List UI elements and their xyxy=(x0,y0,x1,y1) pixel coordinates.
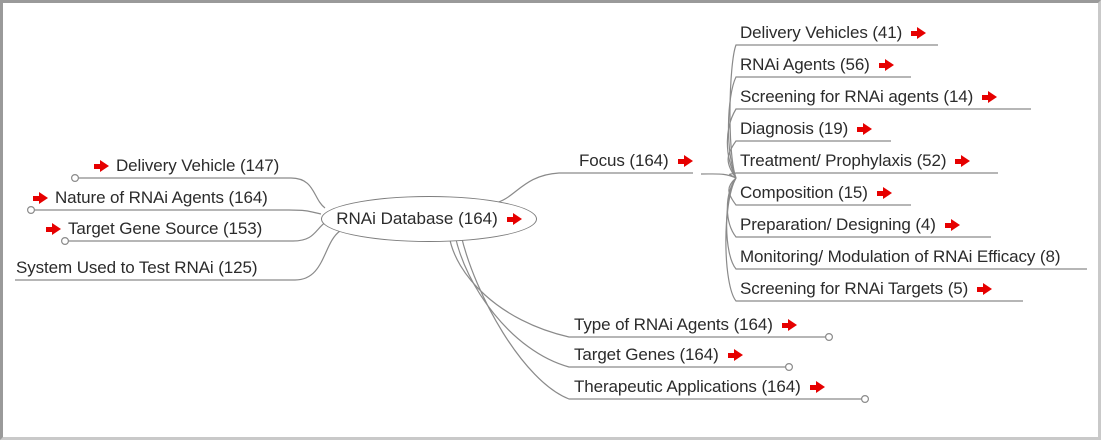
node-therapeutic-applications[interactable]: Therapeutic Applications (164) xyxy=(574,376,825,398)
node-label: Therapeutic Applications (164) xyxy=(574,377,801,396)
expand-arrow-icon[interactable] xyxy=(94,159,109,173)
expand-arrow-icon[interactable] xyxy=(46,222,61,236)
expand-arrow-icon[interactable] xyxy=(727,348,743,362)
root-node-label: RNAi Database (164) xyxy=(336,209,498,228)
node-type-of-rnai-agents[interactable]: Type of RNAi Agents (164) xyxy=(574,314,797,336)
node-label: Screening for RNAi Targets (5) xyxy=(740,279,969,298)
node-label: Delivery Vehicle (147) xyxy=(116,156,280,175)
node-label: Screening for RNAi agents (14) xyxy=(740,87,974,106)
node-label: Target Genes (164) xyxy=(574,345,719,364)
expand-arrow-icon[interactable] xyxy=(857,122,873,136)
expand-arrow-icon[interactable] xyxy=(33,191,48,205)
node-label: Type of RNAi Agents (164) xyxy=(574,315,773,334)
expand-arrow-icon[interactable] xyxy=(878,58,894,72)
node-system-used-to-test-rnai[interactable]: System Used to Test RNAi (125) xyxy=(16,257,257,279)
node-label: Delivery Vehicles (41) xyxy=(740,23,903,42)
node-delivery-vehicles[interactable]: Delivery Vehicles (41) xyxy=(740,22,927,44)
node-treatment-prophylaxis[interactable]: Treatment/ Prophylaxis (52) xyxy=(740,150,971,172)
node-focus[interactable]: Focus (164) xyxy=(579,150,693,172)
node-label: Target Gene Source (153) xyxy=(68,219,263,238)
node-monitoring-modulation-of-rnai-efficacy[interactable]: Monitoring/ Modulation of RNAi Efficacy … xyxy=(740,246,1061,268)
expand-arrow-icon[interactable] xyxy=(876,186,892,200)
node-screening-for-rnai-agents[interactable]: Screening for RNAi agents (14) xyxy=(740,86,998,108)
node-label: Composition (15) xyxy=(740,183,868,202)
expand-arrow-icon[interactable] xyxy=(944,218,960,232)
node-label: System Used to Test RNAi (125) xyxy=(16,258,258,277)
node-rnai-agents[interactable]: RNAi Agents (56) xyxy=(740,54,894,76)
expand-arrow-icon[interactable] xyxy=(955,154,971,168)
node-label: RNAi Agents (56) xyxy=(740,55,870,74)
expand-arrow-icon[interactable] xyxy=(506,212,522,226)
expand-arrow-icon[interactable] xyxy=(781,318,797,332)
node-screening-for-rnai-targets[interactable]: Screening for RNAi Targets (5) xyxy=(740,278,993,300)
node-label: Preparation/ Designing (4) xyxy=(740,215,936,234)
node-composition[interactable]: Composition (15) xyxy=(740,182,892,204)
node-delivery-vehicle[interactable]: Delivery Vehicle (147) xyxy=(94,155,279,177)
expand-arrow-icon[interactable] xyxy=(982,90,998,104)
expand-arrow-icon[interactable] xyxy=(911,26,927,40)
node-nature-of-rnai-agents[interactable]: Nature of RNAi Agents (164) xyxy=(33,187,268,209)
expand-arrow-icon[interactable] xyxy=(677,154,693,168)
mindmap-canvas[interactable]: RNAi Database (164) Delivery Vehicle (14… xyxy=(3,3,1101,443)
root-node[interactable]: RNAi Database (164) xyxy=(321,196,537,242)
node-label: Monitoring/ Modulation of RNAi Efficacy … xyxy=(740,247,1061,266)
node-label: Treatment/ Prophylaxis (52) xyxy=(740,151,947,170)
expand-arrow-icon[interactable] xyxy=(977,282,993,296)
node-diagnosis[interactable]: Diagnosis (19) xyxy=(740,118,873,140)
node-preparation-designing[interactable]: Preparation/ Designing (4) xyxy=(740,214,960,236)
node-label: Nature of RNAi Agents (164) xyxy=(55,188,268,207)
node-label: Focus (164) xyxy=(579,151,669,170)
node-target-genes[interactable]: Target Genes (164) xyxy=(574,344,743,366)
expand-arrow-icon[interactable] xyxy=(809,380,825,394)
connector-lines xyxy=(15,44,1087,404)
node-target-gene-source[interactable]: Target Gene Source (153) xyxy=(46,218,262,240)
node-label: Diagnosis (19) xyxy=(740,119,849,138)
